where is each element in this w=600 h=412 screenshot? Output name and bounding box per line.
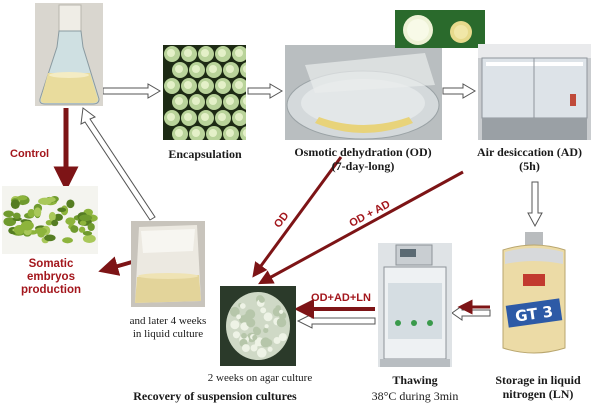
osmotic-dehydration-photo xyxy=(285,45,442,140)
recovery-label: Recovery of suspension cultures xyxy=(133,389,297,403)
agar-culture-photo xyxy=(220,286,296,366)
thawing-detail-label: 38°C during 3min xyxy=(371,389,459,403)
arrow-liquid-to-somatic xyxy=(98,256,133,276)
arrow-thawing-to-recovery xyxy=(296,313,376,329)
liquid-culture-label: and later 4 weeks in liquid culture xyxy=(129,315,207,340)
control-label: Control xyxy=(10,148,50,160)
arrow-od-to-ad xyxy=(442,83,476,99)
arrow-recovery-to-flask xyxy=(80,107,156,221)
arrow-encapsulation-to-od xyxy=(247,83,283,99)
somatic-embryos-photo xyxy=(2,186,98,254)
arrow-odad-diagonal xyxy=(258,170,464,285)
encapsulation-photo xyxy=(163,45,246,140)
od-label: Osmotic dehydration (OD) (7-day-long) xyxy=(294,145,432,173)
thawing-label: Thawing xyxy=(392,373,438,387)
arrow-ad-to-storage xyxy=(527,181,543,228)
beads-inset-photo xyxy=(395,10,485,48)
ln-tank-photo: GT 3 xyxy=(493,230,575,360)
ad-label: Air desiccation (AD) (5h) xyxy=(476,145,583,173)
arrow-od-diagonal xyxy=(252,156,343,278)
odadln-arrow-label: OD+AD+LN xyxy=(311,292,371,304)
air-desiccation-photo xyxy=(478,44,591,140)
tank-label: GT 3 xyxy=(514,302,554,325)
encapsulation-label: Encapsulation xyxy=(168,147,242,161)
agar-culture-label: 2 weeks on agar culture xyxy=(207,372,313,384)
flask-photo xyxy=(35,3,103,106)
arrow-flask-to-encapsulation xyxy=(102,83,161,99)
storage-label: Storage in liquid nitrogen (LN) xyxy=(495,373,581,401)
thawing-photo xyxy=(378,243,452,367)
liquid-culture-photo xyxy=(131,221,205,307)
somatic-label: Somatic embryos production xyxy=(20,258,82,297)
